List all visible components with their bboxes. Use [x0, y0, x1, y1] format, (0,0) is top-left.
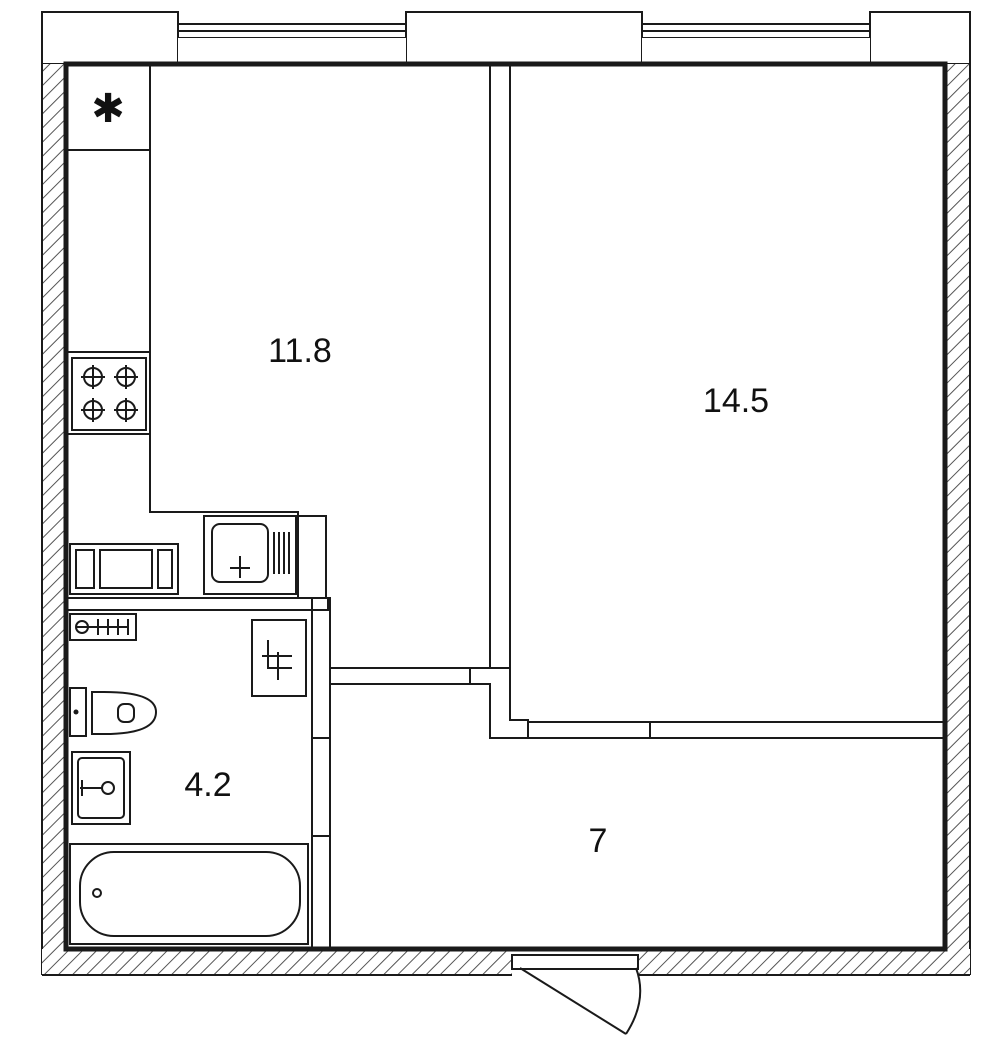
windows: [177, 23, 871, 64]
stove-icon: [71, 357, 147, 431]
radiator-icon: [69, 543, 179, 595]
hallway-area-label: 7: [589, 822, 608, 860]
toilet-icon: [69, 687, 158, 737]
living-room-window: [641, 23, 871, 64]
kitchen-fixtures: ✱: [66, 63, 327, 599]
kitchen-window: [177, 23, 407, 64]
living-room-area-label: 14.5: [703, 382, 769, 420]
fridge-icon: ✱: [91, 87, 125, 131]
bathroom-area-label: 4.2: [184, 766, 231, 804]
kitchen-area-label: 11.8: [268, 332, 332, 370]
vent-shaft-icon: [251, 619, 307, 697]
towel-rail-icon: [69, 613, 137, 641]
entrance-door-icon: [511, 954, 642, 1035]
kitchen-sink-icon: [203, 515, 327, 599]
exterior-walls: [41, 11, 971, 976]
partition-walls: [65, 63, 946, 950]
washbasin-icon: [71, 751, 131, 825]
bathtub-icon: [69, 843, 309, 945]
interior-outline: [63, 61, 948, 952]
bathroom-fixtures: [69, 613, 309, 945]
